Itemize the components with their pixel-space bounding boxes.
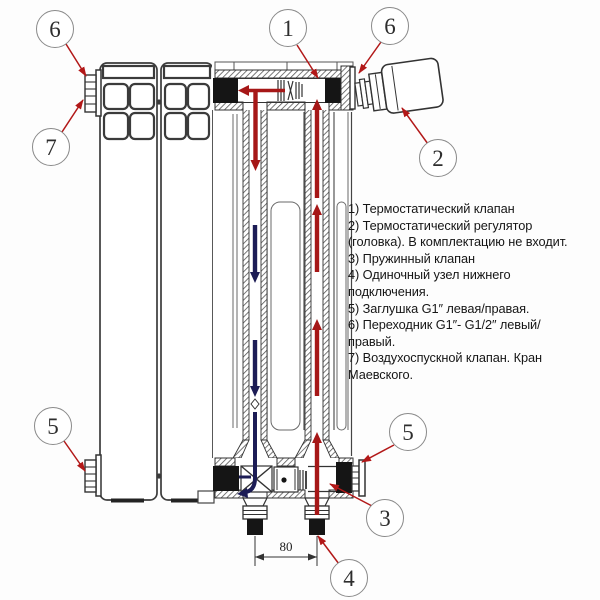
riser-pipes: [232, 102, 340, 459]
radiator-exterior-sections: [99, 62, 214, 503]
leader-arrow-3: [329, 483, 373, 507]
legend-line: подключения.: [348, 283, 430, 299]
dimension-label: 80: [279, 539, 293, 554]
air-vent-adapter-fitting: [84, 69, 102, 117]
top-valve-assembly: [212, 61, 354, 111]
leader-arrow-6-top-right: [358, 41, 382, 74]
legend-line: 4) Одиночный узел нижнего: [348, 267, 511, 283]
leader-arrow-6-top-left: [65, 43, 87, 77]
legend-line: правый.: [348, 333, 396, 349]
legend-line: 2) Термостатический регулятор: [348, 217, 533, 233]
callout-2: 2: [419, 139, 457, 177]
cutaway-section-columns: [213, 108, 354, 460]
legend-line: 7) Воздухоспускной клапан. Кран: [348, 350, 542, 366]
callout-5-bottom-right: 5: [389, 413, 427, 451]
flow-arrows: [237, 85, 322, 515]
callout-5-bottom-left: 5: [34, 407, 72, 445]
legend: 1) Термостатический клапан 2) Термостати…: [348, 201, 593, 384]
bottom-valve-assembly: [197, 457, 366, 535]
callout-6-top-left: 6: [36, 10, 74, 48]
plug-left-fitting: [84, 454, 102, 497]
dimension-80: [254, 536, 318, 566]
callout-6-top-right: 6: [371, 7, 409, 45]
leader-arrow-7: [61, 99, 84, 133]
leader-arrows: [61, 41, 429, 565]
legend-line: 3) Пружинный клапан: [348, 250, 475, 266]
leader-arrow-1: [296, 44, 319, 79]
adapter-and-thermostatic-head: [349, 57, 444, 114]
leader-arrow-4: [317, 535, 340, 565]
callout-7: 7: [32, 128, 70, 166]
legend-line: 5) Заглушка G1″ левая/правая.: [348, 300, 530, 316]
callout-4: 4: [330, 559, 368, 597]
leader-arrow-2: [401, 107, 429, 145]
callout-1: 1: [269, 9, 307, 47]
leader-arrow-5-bottom-right: [361, 444, 395, 463]
leader-arrow-5-bottom-left: [63, 440, 86, 472]
legend-line: (головка). В комплектацию не входит.: [348, 234, 568, 250]
legend-line: 6) Переходник G1″- G1/2″ левый/: [348, 317, 541, 333]
legend-line: 1) Термостатический клапан: [348, 201, 515, 216]
callout-3: 3: [366, 499, 404, 537]
legend-line: Маевского.: [348, 366, 414, 382]
